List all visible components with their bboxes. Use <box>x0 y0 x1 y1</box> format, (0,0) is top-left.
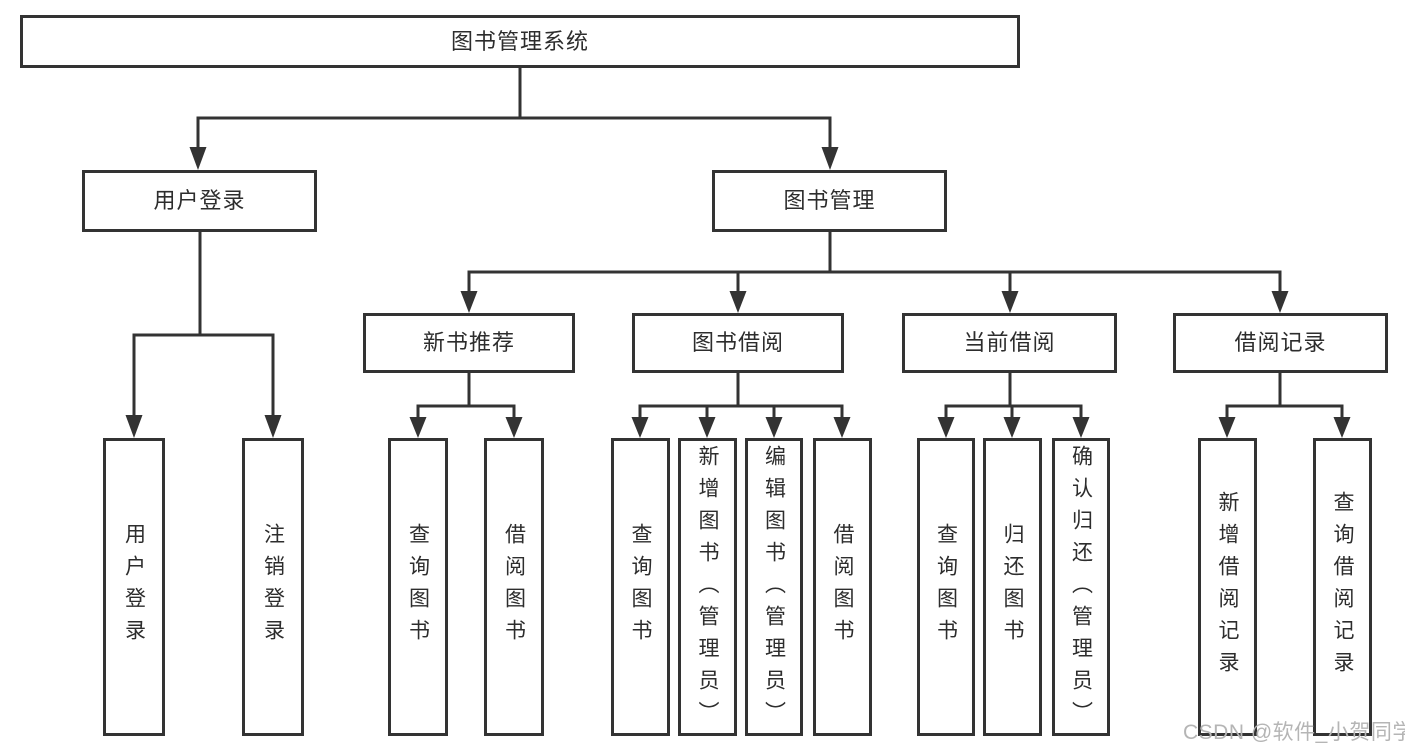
arrowheads <box>125 147 1351 438</box>
leaf-borrow-borrow-books: 借阅图书 <box>813 438 872 736</box>
leaf-newbook-borrow-books: 借阅图书 <box>484 438 544 736</box>
leaf-borrow-edit-books-admin: 编辑图书（管理员） <box>745 438 803 736</box>
node-book-borrow: 图书借阅 <box>632 313 844 373</box>
leaf-records-add-record: 新增借阅记录 <box>1198 438 1257 736</box>
leaf-borrow-add-books-admin: 新增图书（管理员） <box>678 438 737 736</box>
leaf-current-return-books: 归还图书 <box>983 438 1042 736</box>
leaf-records-search-record: 查询借阅记录 <box>1313 438 1372 736</box>
leaf-current-search-books: 查询图书 <box>917 438 975 736</box>
leaf-borrow-search-books: 查询图书 <box>611 438 670 736</box>
node-current-borrow: 当前借阅 <box>902 313 1117 373</box>
node-user-login: 用户登录 <box>82 170 317 232</box>
leaf-logout: 注销登录 <box>242 438 304 736</box>
csdn-watermark: CSDN @软件_小贺同学 <box>1183 721 1405 744</box>
leaf-current-confirm-return-admin: 确认归还（管理员） <box>1052 438 1110 736</box>
leaf-newbook-search-books: 查询图书 <box>388 438 448 736</box>
connector-path <box>132 68 1344 419</box>
node-root: 图书管理系统 <box>20 15 1020 68</box>
node-new-book-recommend: 新书推荐 <box>363 313 575 373</box>
leaf-user-login: 用户登录 <box>103 438 165 736</box>
node-book-management: 图书管理 <box>712 170 947 232</box>
node-borrow-records: 借阅记录 <box>1173 313 1388 373</box>
